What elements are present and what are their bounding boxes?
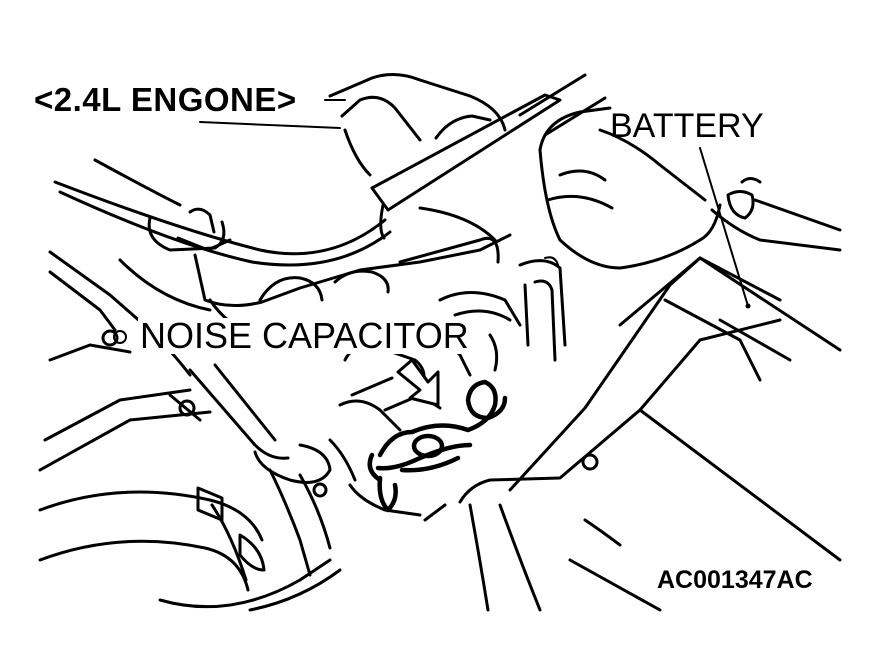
figure-code-label: AC001347AC xyxy=(657,566,813,594)
pointer-arrow-icon xyxy=(396,358,440,407)
engine-title-label: <2.4L ENGONE> xyxy=(34,81,297,118)
battery-callout-label: BATTERY xyxy=(610,107,764,145)
noise-capacitor-callout-label: NOISE CAPACITOR xyxy=(138,315,471,356)
